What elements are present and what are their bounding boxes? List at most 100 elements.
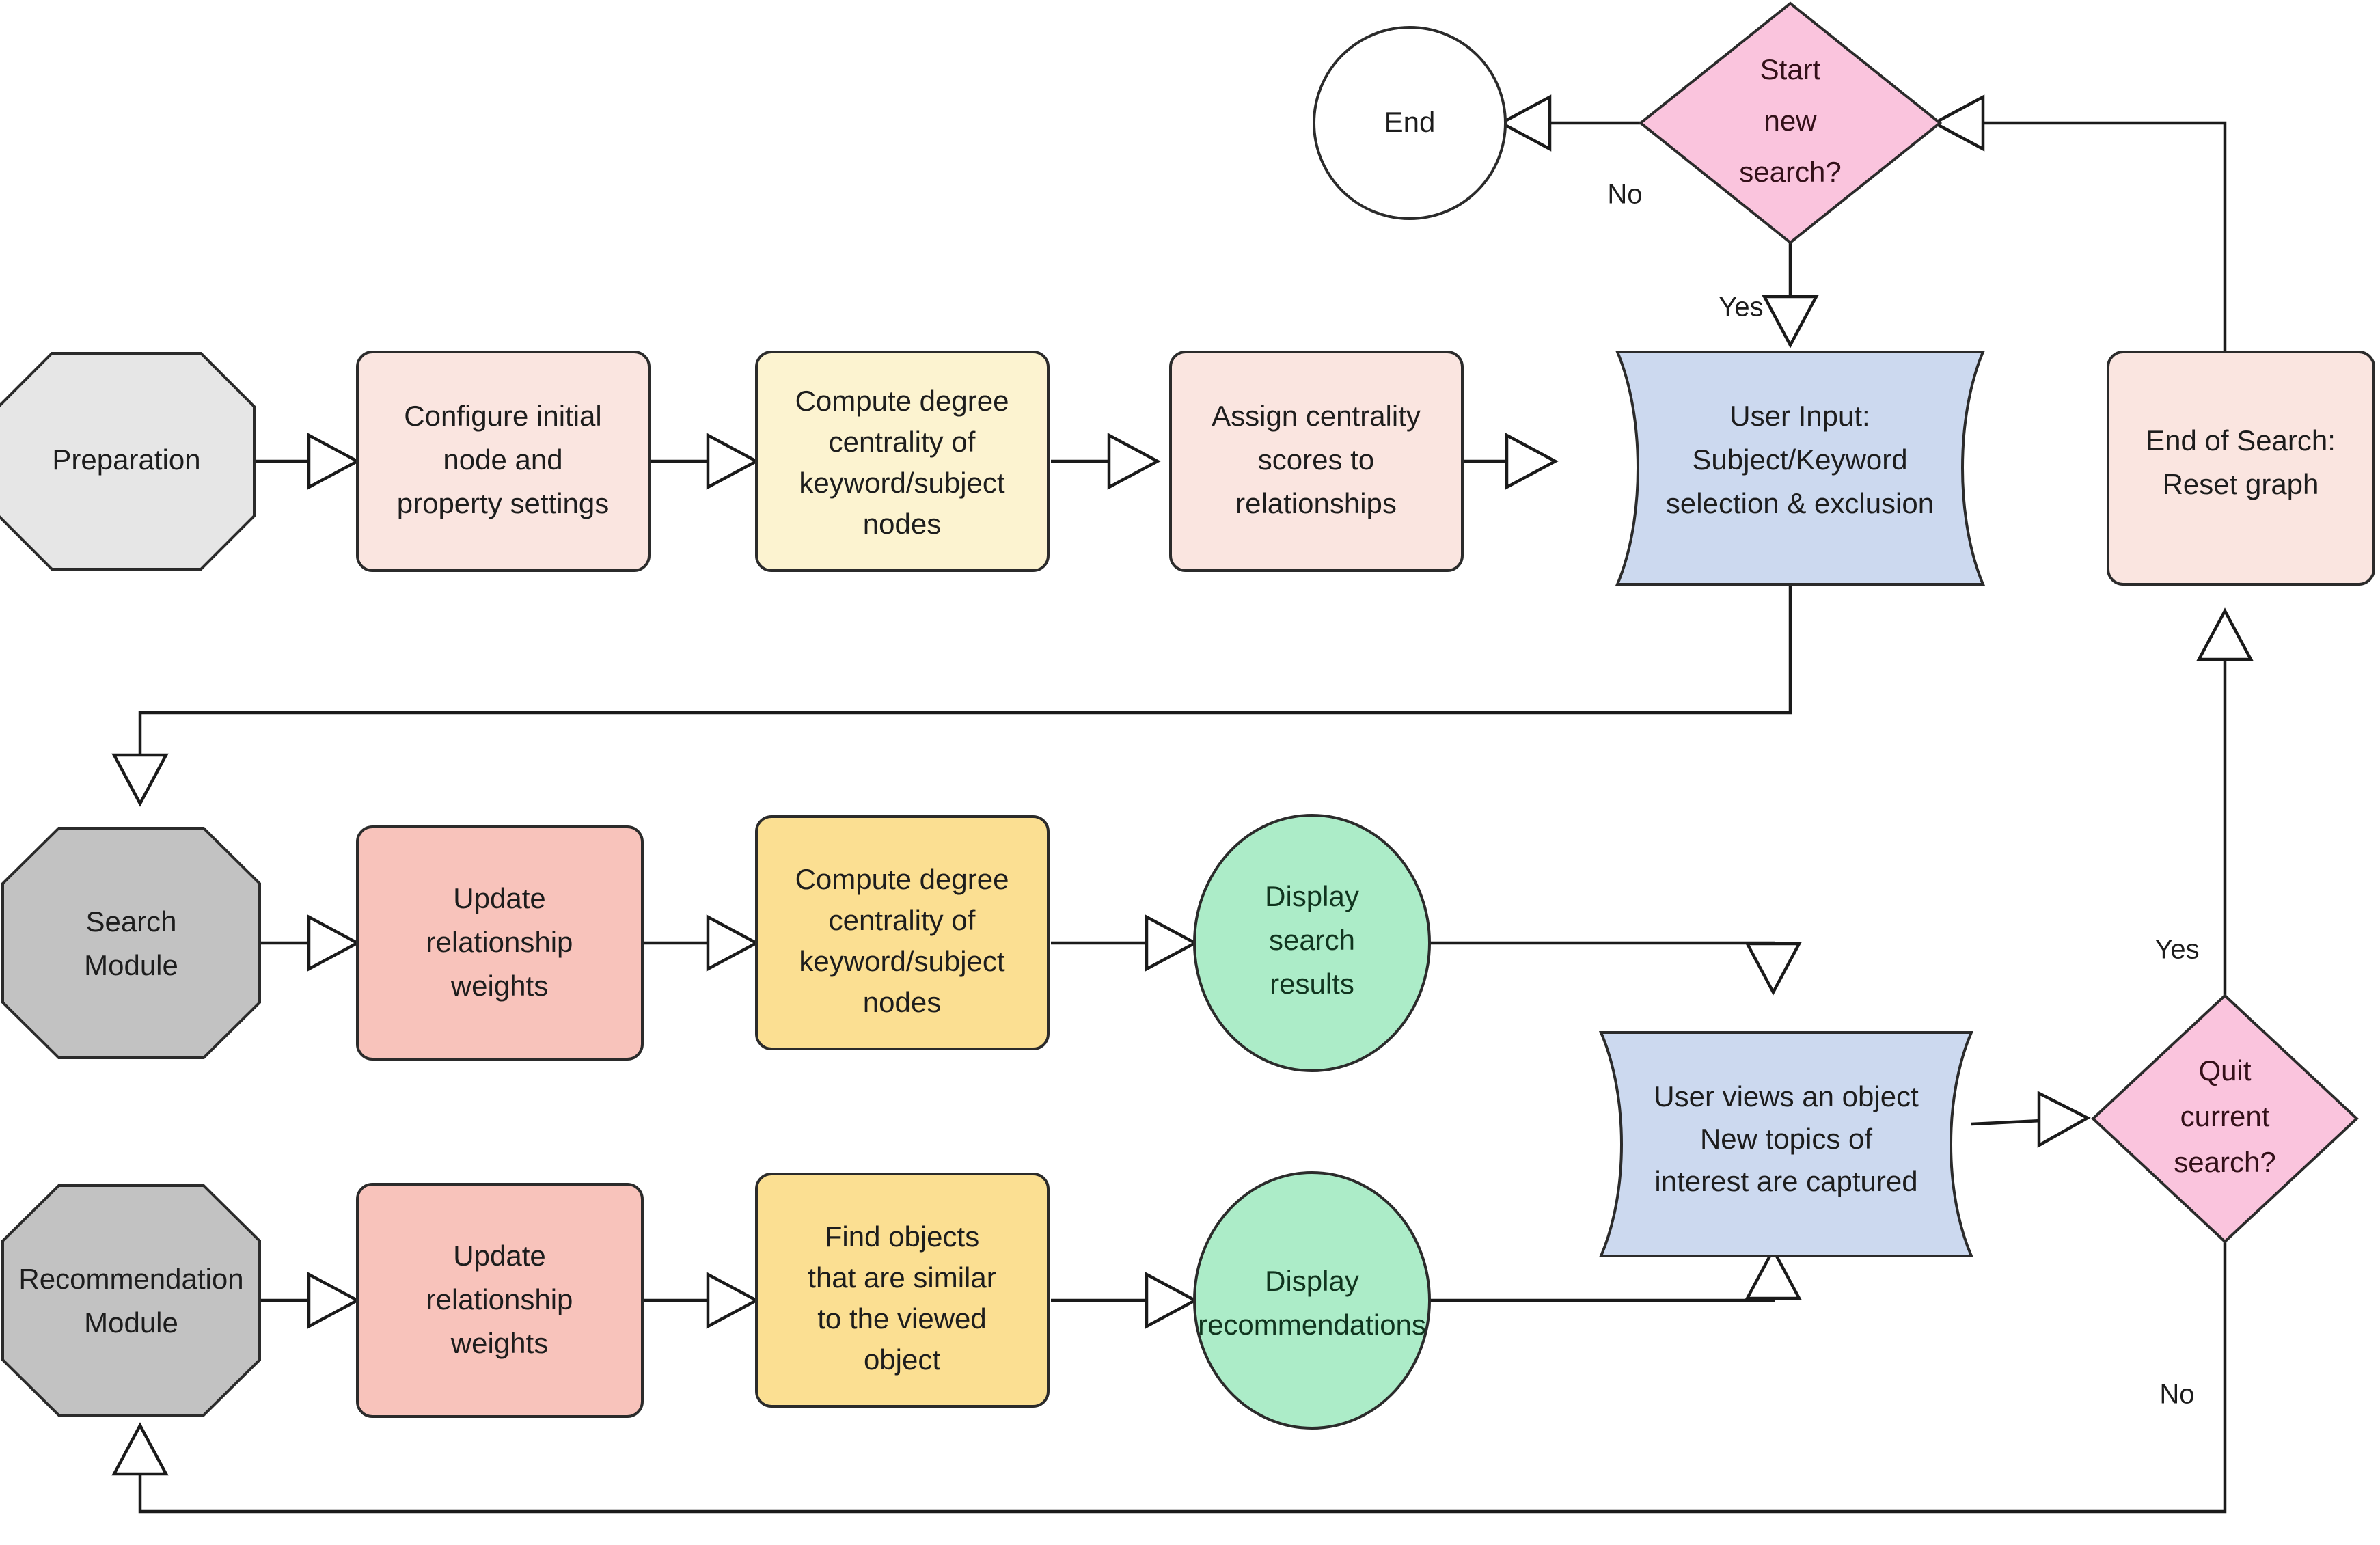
- assign-centrality-box[interactable]: [1169, 351, 1464, 572]
- update-weights-search-line-3: weights: [450, 970, 548, 1002]
- display-search-results-ellipse[interactable]: [1193, 814, 1431, 1072]
- edge-display-recommendations-to-user-views: [1430, 1246, 1802, 1302]
- edge-quit-to-recommendation-module: [111, 1242, 2227, 1514]
- end-of-search-box[interactable]: [2107, 351, 2375, 586]
- node-end-of-search[interactable]: End of Search: Reset graph: [2107, 351, 2375, 586]
- find-similar-objects-line-2: that are similar: [808, 1261, 996, 1294]
- recommendation-module-octagon[interactable]: [1, 1184, 261, 1417]
- start-new-search-line-3: search?: [1739, 156, 1841, 188]
- node-update-weights-search[interactable]: Update relationship weights: [356, 825, 644, 1061]
- user-views-object-line-3: interest are captured: [1654, 1165, 1917, 1197]
- user-input-tape[interactable]: [1615, 351, 1986, 586]
- edge-display-results-to-user-views: [1430, 941, 1802, 996]
- start-new-search-line-1: Start: [1760, 53, 1821, 85]
- display-search-results-line-2: search: [1269, 924, 1355, 956]
- edge-label-quit-current-search-yes: Yes: [2155, 935, 2199, 965]
- quit-current-search-diamond[interactable]: [2091, 994, 2359, 1244]
- node-quit-current-search[interactable]: Quit current search?: [2091, 994, 2359, 1244]
- compute-degree-top-line-2: centrality of: [829, 426, 976, 458]
- node-find-similar-objects[interactable]: Find objects that are similar to the vie…: [755, 1173, 1050, 1408]
- quit-current-search-line-2: current: [2180, 1100, 2270, 1132]
- edge-end-of-search-to-start-new-search: [1931, 94, 2227, 354]
- node-compute-degree-top[interactable]: Compute degree centrality of keyword/sub…: [755, 351, 1050, 572]
- node-user-views-object[interactable]: User views an object New topics of inter…: [1598, 1031, 1974, 1257]
- node-display-search-results[interactable]: Display search results: [1193, 814, 1431, 1072]
- edge-start-new-search-to-end: [1498, 94, 1652, 152]
- node-start-new-search[interactable]: Start new search?: [1638, 1, 1943, 245]
- update-weights-search-line-2: relationship: [426, 926, 573, 958]
- compute-degree-top-line-3: keyword/subject: [799, 467, 1004, 499]
- compute-degree-top-line-1: Compute degree: [795, 385, 1009, 417]
- edge-label-start-new-search-yes: Yes: [1719, 292, 1763, 323]
- node-compute-degree-search[interactable]: Compute degree centrality of keyword/sub…: [755, 815, 1050, 1050]
- preparation-octagon[interactable]: [0, 352, 256, 571]
- user-input-line-1: User Input:: [1729, 400, 1870, 432]
- node-user-input[interactable]: User Input: Subject/Keyword selection & …: [1615, 351, 1986, 586]
- end-label: End: [1384, 106, 1436, 138]
- find-similar-objects-box[interactable]: [755, 1173, 1050, 1408]
- edge-compute-top-to-assign: [1051, 433, 1161, 490]
- user-input-line-3: selection & exclusion: [1666, 487, 1934, 519]
- search-module-line-1: Search: [85, 905, 176, 938]
- update-weights-search-box[interactable]: [356, 825, 644, 1061]
- edge-preparation-to-configure: [254, 433, 361, 490]
- compute-degree-top-line-4: nodes: [863, 508, 941, 540]
- start-new-search-diamond[interactable]: [1638, 1, 1943, 245]
- recommendation-module-line-1: Recommendation: [18, 1263, 243, 1295]
- display-recommendations-ellipse[interactable]: [1193, 1171, 1431, 1430]
- edge-assign-to-user-input: [1462, 433, 1559, 490]
- update-weights-rec-line-1: Update: [453, 1240, 545, 1272]
- edge-label-start-new-search-no: No: [1607, 180, 1642, 210]
- configure-initial-box[interactable]: [356, 351, 651, 572]
- node-assign-centrality[interactable]: Assign centrality scores to relationship…: [1169, 351, 1464, 572]
- configure-initial-line-1: Configure initial: [404, 400, 602, 432]
- node-recommendation-module[interactable]: Recommendation Module: [1, 1184, 261, 1417]
- recommendation-module-line-2: Module: [84, 1307, 178, 1339]
- update-weights-rec-line-3: weights: [450, 1327, 548, 1359]
- edge-update-weights-to-compute-search: [642, 914, 760, 972]
- quit-current-search-line-1: Quit: [2198, 1054, 2251, 1086]
- update-weights-rec-box[interactable]: [356, 1183, 644, 1418]
- end-circle[interactable]: [1313, 26, 1507, 220]
- edge-compute-search-to-display-results: [1051, 914, 1199, 972]
- compute-degree-top-box[interactable]: [755, 351, 1050, 572]
- find-similar-objects-line-1: Find objects: [825, 1220, 979, 1253]
- edge-quit-to-end-of-search: [2196, 607, 2254, 996]
- configure-initial-line-2: node and: [443, 443, 562, 476]
- update-weights-rec-line-2: relationship: [426, 1283, 573, 1315]
- node-end[interactable]: End: [1313, 26, 1507, 220]
- edge-user-input-to-search-module: [111, 584, 1792, 807]
- find-similar-objects-line-3: to the viewed: [817, 1302, 987, 1335]
- edge-label-quit-current-search-no: No: [2159, 1380, 2194, 1410]
- search-module-octagon[interactable]: [1, 827, 261, 1059]
- find-similar-objects-line-4: object: [864, 1343, 940, 1376]
- compute-degree-search-line-2: centrality of: [829, 904, 976, 936]
- end-of-search-line-2: Reset graph: [2163, 468, 2319, 500]
- node-display-recommendations[interactable]: Display recommendations: [1193, 1171, 1431, 1430]
- node-search-module[interactable]: Search Module: [1, 827, 261, 1059]
- edge-start-new-search-to-user-input: [1762, 243, 1819, 348]
- compute-degree-search-line-1: Compute degree: [795, 863, 1009, 895]
- user-input-line-2: Subject/Keyword: [1692, 443, 1907, 476]
- node-update-weights-rec[interactable]: Update relationship weights: [356, 1183, 644, 1418]
- edge-update-weights-rec-to-find-similar: [642, 1272, 760, 1329]
- assign-centrality-line-1: Assign centrality: [1212, 400, 1421, 432]
- node-configure-initial[interactable]: Configure initial node and property sett…: [356, 351, 651, 572]
- user-views-object-line-1: User views an object: [1654, 1080, 1919, 1112]
- update-weights-search-line-1: Update: [453, 882, 545, 914]
- edge-configure-to-compute-top: [649, 433, 760, 490]
- compute-degree-search-box[interactable]: [755, 815, 1050, 1050]
- user-views-object-line-2: New topics of: [1700, 1123, 1872, 1155]
- edge-user-views-to-quit: [1971, 1091, 2091, 1148]
- edge-find-similar-to-display-recommendations: [1051, 1272, 1199, 1329]
- node-preparation[interactable]: Preparation: [0, 352, 256, 571]
- display-search-results-line-3: results: [1270, 968, 1354, 1000]
- search-module-line-2: Module: [84, 949, 178, 981]
- assign-centrality-line-2: scores to: [1258, 443, 1374, 476]
- start-new-search-line-2: new: [1764, 105, 1817, 137]
- compute-degree-search-line-4: nodes: [863, 986, 941, 1018]
- user-views-object-tape[interactable]: [1598, 1031, 1974, 1257]
- edge-search-module-to-update-weights: [260, 914, 361, 972]
